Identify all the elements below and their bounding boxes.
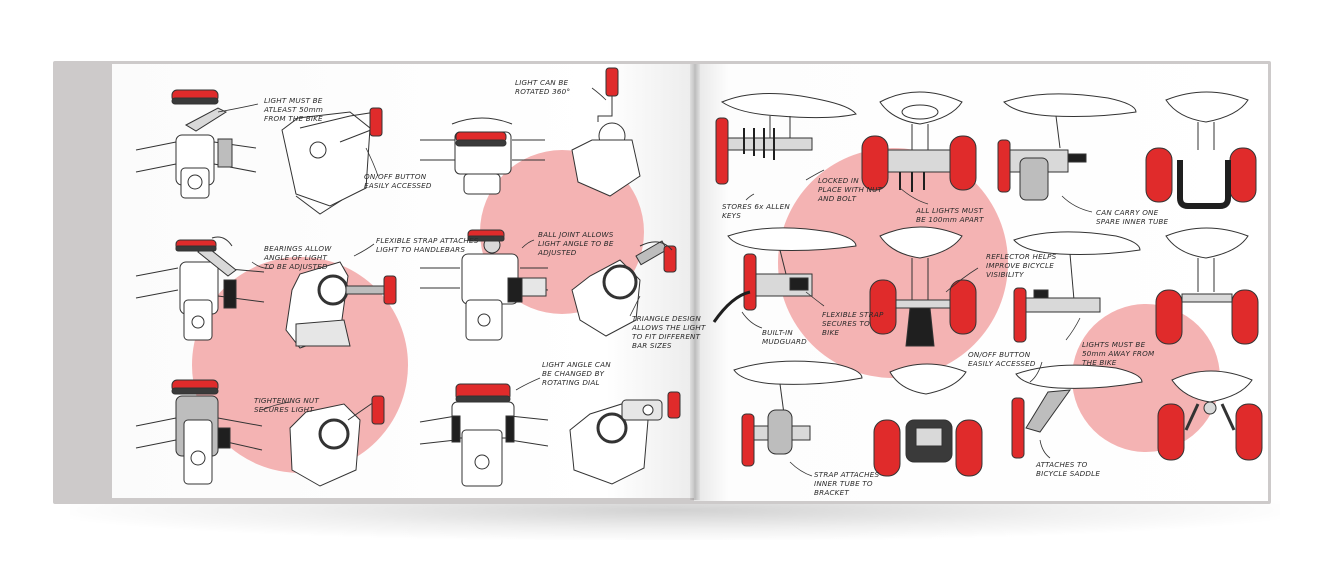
inner-tube-saddle-sketch bbox=[997, 93, 1137, 201]
allen-key-saddle-sketch bbox=[715, 92, 857, 185]
inner-tube-rear-sketch bbox=[1145, 91, 1257, 209]
rear-saddle-sketch bbox=[861, 91, 977, 192]
ball-joint-sketch bbox=[420, 229, 549, 341]
note-bearings: BEARINGS ALLOW ANGLE OF LIGHT TO BE ADJU… bbox=[264, 244, 332, 271]
handlebar-mount-sketch bbox=[135, 89, 257, 199]
strap-saddle-sketch bbox=[733, 360, 863, 467]
annotation-leader-lines bbox=[217, 87, 1093, 477]
note-strap-bracket: STRAP ATTACHES INNER TUBE TO BRACKET bbox=[814, 470, 880, 497]
note-triangle-design: TRIANGLE DESIGN ALLOWS THE LIGHT TO FIT … bbox=[632, 314, 706, 350]
onoff-saddle-sketch bbox=[1013, 231, 1141, 343]
note-light-distance: LIGHT MUST BE ATLEAST 50mm FROM THE BIKE bbox=[264, 96, 324, 123]
note-light-rotated: LIGHT CAN BE ROTATED 360° bbox=[515, 78, 571, 96]
note-allen-keys: STORES 6x ALLEN KEYS bbox=[722, 202, 790, 220]
strap-clamp-sketch bbox=[285, 261, 397, 349]
nut-clamp-sketch bbox=[289, 395, 385, 487]
note-light-angle-dial: LIGHT ANGLE CAN BE CHANGED BY ROTATING D… bbox=[542, 360, 611, 387]
right-page-sketches bbox=[712, 91, 1263, 477]
saddle-attach-sketch bbox=[1011, 364, 1143, 459]
dial-mount-sketch bbox=[419, 383, 549, 487]
inner-tube-bracket-sketch bbox=[873, 363, 983, 477]
dial-clamp-sketch bbox=[569, 391, 681, 485]
book-gutter bbox=[690, 64, 700, 500]
reflector-saddle-sketch bbox=[869, 226, 977, 347]
bracket-rear-sketch bbox=[1157, 370, 1263, 461]
left-page-sketches bbox=[135, 67, 681, 487]
note-reflector: REFLECTOR HELPS IMPROVE BICYCLE VISIBILI… bbox=[986, 252, 1057, 279]
note-tightening-nut: TIGHTENING NUT SECURES LIGHT bbox=[254, 396, 319, 414]
note-ball-joint: BALL JOINT ALLOWS LIGHT ANGLE TO BE ADJU… bbox=[538, 230, 614, 257]
note-lights-50mm: LIGHTS MUST BE 50mm AWAY FROM THE BIKE bbox=[1082, 340, 1155, 367]
note-inner-tube: CAN CARRY ONE SPARE INNER TUBE bbox=[1096, 208, 1169, 226]
note-strap-secures: FLEXIBLE STRAP SECURES TO BIKE bbox=[822, 310, 884, 337]
rotating-mount-sketch bbox=[420, 117, 545, 195]
tightening-nut-sketch bbox=[135, 379, 263, 485]
mudguard-saddle-sketch bbox=[712, 227, 857, 323]
bearing-mount-sketch bbox=[135, 236, 265, 341]
note-locked-in-place: LOCKED IN PLACE WITH NUT AND BOLT bbox=[818, 176, 883, 203]
note-onoff-button-right: ON/OFF BUTTON EASILY ACCESSED bbox=[968, 350, 1036, 368]
note-onoff-button: ON/OFF BUTTON EASILY ACCESSED bbox=[364, 172, 432, 190]
clamp-sketch bbox=[281, 107, 383, 215]
note-attaches-saddle: ATTACHES TO BICYCLE SADDLE bbox=[1036, 460, 1101, 478]
triangle-clamp-sketch bbox=[571, 240, 677, 337]
note-mudguard: BUILT-IN MUDGUARD bbox=[762, 328, 807, 346]
note-lights-apart: ALL LIGHTS MUST BE 100mm APART bbox=[916, 206, 984, 224]
note-flexible-strap: FLEXIBLE STRAP ATTACHES LIGHT TO HANDLEB… bbox=[376, 236, 479, 254]
distance-rear-sketch bbox=[1155, 227, 1259, 345]
rotating-light-sketch bbox=[571, 67, 641, 197]
